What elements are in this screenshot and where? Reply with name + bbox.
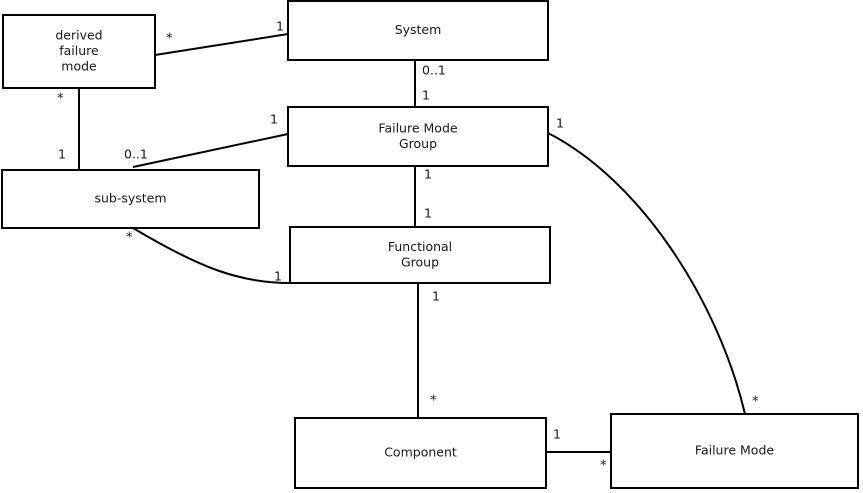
multiplicity-label-m-system-fmg-zeroone: 0..1 xyxy=(422,63,446,78)
multiplicity-label-m-fmg-subsystem-one: 1 xyxy=(270,112,278,127)
class-box-sub-system[interactable]: sub-system xyxy=(1,169,260,229)
multiplicity-label-m-subsystem-fg-star: * xyxy=(126,231,133,246)
associations-layer xyxy=(78,33,746,453)
class-box-rect-functional-group xyxy=(289,226,551,284)
multiplicity-label-m-fmg-fm-one: 1 xyxy=(556,116,564,131)
multiplicity-label-m-fg-component-one: 1 xyxy=(432,289,440,304)
class-name-label: Group xyxy=(399,136,437,151)
association-sub-system--failure-mode-group[interactable] xyxy=(132,133,289,168)
class-box-rect-system xyxy=(287,0,549,61)
association-sub-system--functional-group[interactable] xyxy=(132,227,291,284)
multiplicity-label-m-fmg-system-one: 1 xyxy=(422,88,430,103)
class-name-label: Functional xyxy=(388,239,452,254)
class-box-rect-derived-failure-mode xyxy=(2,14,156,89)
association-derived-failure-mode--system[interactable] xyxy=(154,33,289,56)
class-name-label: mode xyxy=(61,59,97,74)
class-name-label: Failure Mode xyxy=(378,120,457,135)
class-name-label: System xyxy=(395,22,442,37)
class-box-rect-failure-mode-group xyxy=(287,106,549,167)
class-name-label: Group xyxy=(401,254,439,269)
class-box-failure-mode[interactable]: Failure Mode xyxy=(610,413,859,489)
multiplicity-label-m-dfm-system-star: * xyxy=(166,32,173,47)
class-name-label: derived xyxy=(55,28,102,43)
class-name-label: sub-system xyxy=(94,191,166,206)
multiplicity-label-m-fm-fmg-star: * xyxy=(752,395,759,410)
class-name-label: failure xyxy=(59,43,99,58)
class-box-system[interactable]: System xyxy=(287,0,549,61)
multiplicity-label-m-fmg-fg-one: 1 xyxy=(424,167,432,182)
multiplicity-label-m-subsystem-dfm-one: 1 xyxy=(58,147,66,162)
multiplicity-label-m-component-fg-star: * xyxy=(430,394,437,409)
association-failure-mode-group--failure-mode[interactable] xyxy=(547,132,746,415)
multiplicity-label-m-fm-component-star: * xyxy=(600,459,607,474)
multiplicity-label-m-fg-subsystem-one: 1 xyxy=(274,269,282,284)
class-box-rect-failure-mode xyxy=(610,413,859,489)
multiplicity-label-m-system-dfm-one: 1 xyxy=(276,19,284,34)
class-box-rect-component xyxy=(294,417,547,489)
class-box-rect-sub-system xyxy=(1,169,260,229)
class-box-component[interactable]: Component xyxy=(294,417,547,489)
multiplicity-label-m-fg-fmg-one: 1 xyxy=(424,206,432,221)
multiplicity-label-m-component-fm-one: 1 xyxy=(553,427,561,442)
multiplicities-layer: * 1 0..1 1 * 1 0..1 1 1 1 1 * 1 1 * 1 * * xyxy=(57,19,759,474)
multiplicity-label-m-subsystem-fmg-zeroone: 0..1 xyxy=(124,147,148,162)
class-name-label: Component xyxy=(384,445,457,460)
class-name-label: Failure Mode xyxy=(695,443,774,458)
multiplicity-label-m-dfm-subsystem-star: * xyxy=(57,92,64,107)
